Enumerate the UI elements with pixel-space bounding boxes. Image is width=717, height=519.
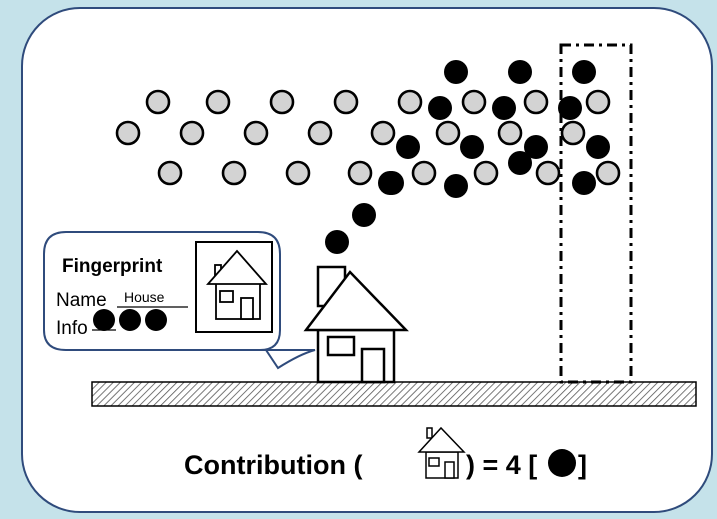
- measurement-column: [559, 43, 633, 384]
- ground-strip: [91, 381, 697, 407]
- black-particle: [524, 135, 548, 159]
- formula-suffix: ]: [578, 450, 587, 480]
- grey-particle: [243, 120, 269, 146]
- black-particle: [352, 203, 376, 227]
- black-particle: [492, 96, 516, 120]
- particle-cloud: [115, 60, 621, 254]
- grey-particle: [285, 160, 311, 186]
- black-particle: [558, 96, 582, 120]
- black-particle: [396, 135, 420, 159]
- black-particle: [508, 60, 532, 84]
- fingerprint-house-icon: [206, 249, 268, 320]
- grey-particle: [595, 160, 621, 186]
- grey-particle: [347, 160, 373, 186]
- grey-particle: [461, 89, 487, 115]
- grey-particle: [585, 89, 611, 115]
- black-particle: [460, 135, 484, 159]
- black-particle: [572, 171, 596, 195]
- grey-particle: [497, 120, 523, 146]
- house-roof: [303, 270, 409, 332]
- grey-particle: [269, 89, 295, 115]
- black-particle: [444, 60, 468, 84]
- info-label: Info: [56, 318, 88, 339]
- grey-particle: [560, 120, 586, 146]
- grey-particle: [435, 120, 461, 146]
- black-particle: [508, 151, 532, 175]
- formula-prefix: Contribution (: [184, 450, 362, 480]
- black-particle: [444, 174, 468, 198]
- name-value: House: [124, 289, 165, 305]
- fingerprint-callout: Fingerprint Name House Info: [43, 231, 316, 370]
- grey-particle: [307, 120, 333, 146]
- grey-particle: [145, 89, 171, 115]
- grey-particle: [535, 160, 561, 186]
- info-dot: [145, 309, 167, 331]
- info-dots: [93, 309, 167, 331]
- formula-middle: ) = 4 [: [466, 450, 537, 480]
- grey-particle: [411, 160, 437, 186]
- grey-particle: [523, 89, 549, 115]
- black-particle: [428, 96, 452, 120]
- black-particle: [325, 230, 349, 254]
- grey-particle: [370, 120, 396, 146]
- black-particle: [572, 60, 596, 84]
- house-icon: [303, 265, 409, 384]
- grey-particle: [397, 89, 423, 115]
- info-dot: [119, 309, 141, 331]
- grey-particle: [221, 160, 247, 186]
- black-particle: [586, 135, 610, 159]
- formula-house-icon: [417, 426, 466, 479]
- grey-particle: [333, 89, 359, 115]
- grey-particle: [179, 120, 205, 146]
- grey-particle: [473, 160, 499, 186]
- formula-black-particle: [548, 449, 576, 477]
- grey-particle: [157, 160, 183, 186]
- house-door: [360, 347, 386, 384]
- info-dot: [93, 309, 115, 331]
- contribution-formula: Contribution ( ) = 4 [ ]: [184, 426, 587, 480]
- grey-particle: [205, 89, 231, 115]
- house-window: [326, 335, 356, 357]
- fingerprint-title: Fingerprint: [62, 256, 163, 277]
- black-particle: [378, 171, 402, 195]
- grey-particle: [115, 120, 141, 146]
- name-label: Name: [56, 290, 107, 311]
